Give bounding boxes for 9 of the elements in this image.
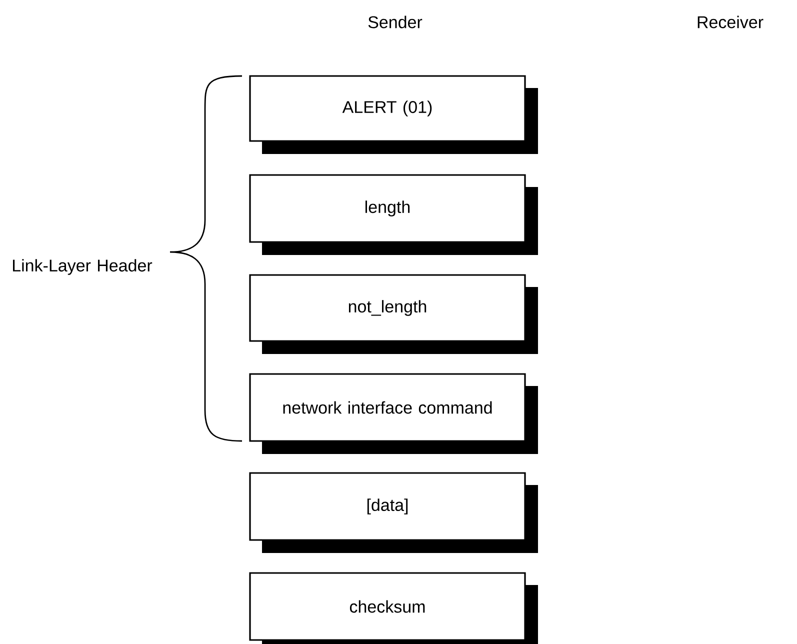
label: Sender: [368, 16, 422, 28]
label: Receiver: [698, 16, 764, 28]
field-box: network interface command: [249, 373, 538, 454]
field-box: ALERT (01): [249, 75, 538, 154]
label: Link-Layer Header: [13, 259, 152, 275]
field-box: [data]: [249, 472, 538, 553]
field-box: checksum: [249, 572, 538, 644]
field-box: not_length: [249, 274, 538, 354]
field-box: length: [249, 174, 538, 255]
